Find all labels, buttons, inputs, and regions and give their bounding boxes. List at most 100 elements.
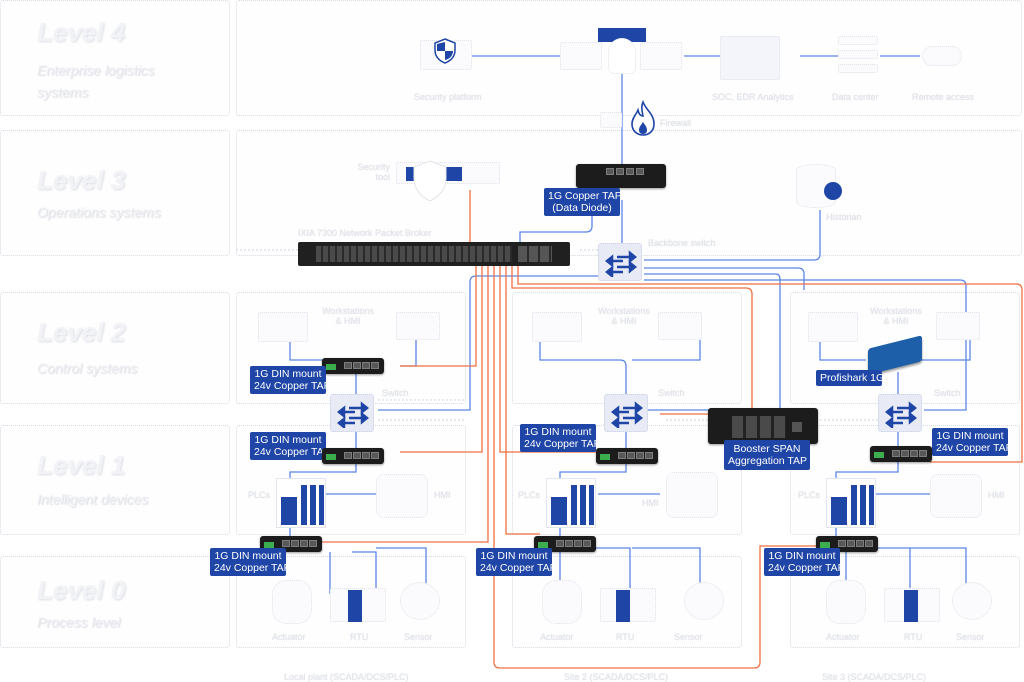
security-tool-label: Security tool	[357, 162, 390, 182]
level-1-panel: Level 1 Intelligent devices	[0, 425, 230, 535]
broker-site3-l1	[517, 266, 1023, 463]
site1-plc-icon	[276, 478, 326, 528]
historian-link	[644, 210, 821, 261]
level-4-subtitle: Enterprise logistics systems	[37, 62, 155, 100]
site2-workstation-icon	[532, 312, 582, 342]
data-center-label: Data center	[832, 92, 879, 102]
historian-label: Historian	[826, 212, 862, 222]
broker-site1-l2	[400, 266, 477, 367]
site1-l1-din-tap-device	[322, 448, 384, 464]
site3-plc-icon	[826, 478, 876, 528]
profishark-label: Profishark 1G	[816, 370, 884, 386]
site1-rtu-label: RTU	[350, 632, 369, 642]
level-0-subtitle: Process level	[37, 614, 121, 630]
site1-sensor-label: Sensor	[404, 632, 433, 642]
site1-switch-label: Switch	[382, 388, 409, 398]
site3-plcs-label: PLCs	[798, 490, 821, 500]
tap-to-broker	[519, 212, 593, 244]
copper-tap-data-diode-device	[576, 164, 666, 188]
site1-name-label: Local plant (SCADA/DCS/PLC)	[284, 672, 409, 682]
switch-arrows-icon	[885, 401, 917, 428]
site2-actuator-label: Actuator	[540, 632, 574, 642]
level-4-title: Level 4	[37, 17, 126, 47]
site1-workstations-label: Workstations & HMI	[322, 306, 374, 326]
level-3-title: Level 3	[37, 165, 126, 195]
level-3-region	[236, 130, 1022, 256]
site2-l1-din-tap-device	[596, 448, 658, 464]
site1-hmi-touch-icon	[376, 474, 428, 518]
firewall-label: Firewall	[660, 118, 692, 128]
operator-monitor-right	[640, 42, 682, 70]
site3-actuator-label: Actuator	[826, 632, 860, 642]
packet-broker-label: IXIA 7300 Network Packet Broker	[298, 228, 432, 238]
site3-rtu-label: RTU	[904, 632, 923, 642]
soc-analytics-label: SOC, EDR Analytics	[712, 92, 794, 102]
site1-rtu-accent	[348, 590, 362, 622]
level-2-title: Level 2	[37, 317, 126, 347]
backbone-switch	[598, 243, 642, 281]
level-1-title: Level 1	[37, 450, 126, 480]
broker-site1-l1	[400, 266, 483, 453]
level-1-subtitle: Intelligent devices	[37, 491, 149, 507]
switch-arrows-icon	[337, 401, 369, 428]
packet-broker-device	[298, 242, 570, 266]
site2-actuator-icon	[542, 580, 582, 624]
site2-hmi-screen-icon	[658, 312, 702, 340]
site3-switch-label: Switch	[934, 388, 961, 398]
site2-l0-din-tap-device	[534, 536, 596, 552]
site1-sensor-gauge-icon	[400, 582, 440, 620]
level-0-panel: Level 0 Process level	[0, 556, 230, 648]
site2-workstations-label: Workstations & HMI	[598, 306, 650, 326]
operator-head-icon	[608, 38, 636, 74]
flame-icon	[631, 100, 655, 136]
broker-site2-l1	[499, 266, 596, 453]
site3-hmi-label: HMI	[988, 490, 1005, 500]
booster-span-device	[708, 408, 818, 444]
security-platform-label: Security platform	[414, 92, 482, 102]
site3-workstation-icon	[808, 312, 858, 342]
broker-site2-l0	[505, 266, 540, 535]
site1-actuator-icon	[272, 580, 312, 624]
broker-site3-l0	[493, 266, 820, 669]
site3-actuator-icon	[826, 580, 866, 624]
site2-plc-icon	[546, 478, 596, 528]
cloud-icon	[922, 46, 962, 66]
remote-access-label: Remote access	[912, 92, 975, 102]
level-2-panel: Level 2 Control systems	[0, 292, 230, 404]
data-center-icon-2	[838, 50, 878, 59]
shield-outline-icon	[413, 160, 447, 202]
backbone-site1	[378, 275, 600, 411]
operator-monitor-left	[560, 42, 602, 70]
copper-tap-data-diode-label: 1G Copper TAP (Data Diode)	[544, 188, 622, 216]
level-4-panel: Level 4 Enterprise logistics systems	[0, 0, 230, 116]
site2-level2-region	[512, 292, 742, 404]
site1-plcs-label: PLCs	[248, 490, 271, 500]
site2-rtu-label: RTU	[616, 632, 635, 642]
operator-icon	[598, 28, 646, 42]
broker-booster	[511, 266, 753, 411]
level-2-subtitle: Control systems	[37, 360, 138, 376]
site3-sensor-label: Sensor	[956, 632, 985, 642]
backbone-site3	[644, 267, 805, 290]
site1-workstation-icon	[258, 312, 308, 342]
soc-analytics-icon	[720, 36, 780, 80]
site1-l2-din-tap-device	[322, 358, 384, 374]
site1-switch	[330, 394, 374, 432]
site3-name-label: Site 3 (SCADA/DCS/PLC)	[822, 672, 927, 682]
site2-name-label: Site 2 (SCADA/DCS/PLC)	[564, 672, 669, 682]
site2-hmi-touch-icon	[666, 472, 718, 518]
level-0-title: Level 0	[37, 575, 126, 605]
site2-switch	[604, 394, 648, 432]
shield-icon	[434, 38, 456, 64]
data-center-icon-3	[838, 64, 878, 73]
switch-arrows-icon	[605, 250, 637, 277]
